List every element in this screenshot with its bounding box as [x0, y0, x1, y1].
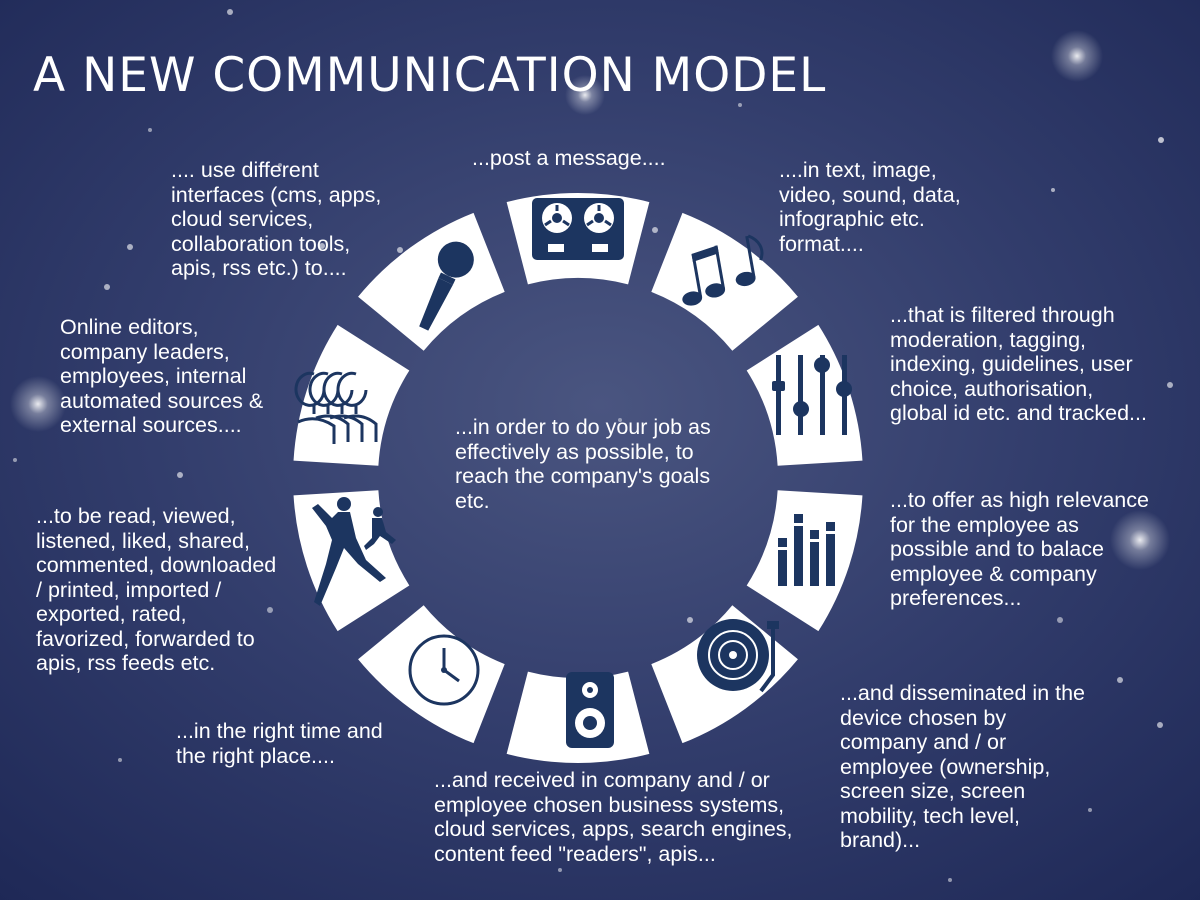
step-text-format: ....in text, image, video, sound, data, …	[779, 158, 993, 256]
step-text-disseminated: ...and disseminated in the device chosen…	[840, 681, 1090, 853]
step-text-received: ...and received in company and / or empl…	[434, 768, 794, 866]
step-text-right-time: ...in the right time and the right place…	[176, 719, 412, 768]
ring-segment-2	[651, 213, 798, 351]
step-text-relevance: ...to offer as high relevance for the em…	[890, 488, 1152, 611]
speaker-icon	[566, 672, 614, 748]
step-text-post-message: ...post a message....	[472, 146, 732, 171]
ring-segment-8	[294, 490, 410, 631]
center-text: ...in order to do your job as effectivel…	[455, 415, 723, 513]
tape-recorder-icon	[532, 198, 624, 260]
turntable-icon	[697, 619, 779, 691]
step-text-interfaces: .... use different interfaces (cms, apps…	[171, 158, 385, 281]
step-text-sources: Online editors, company leaders, employe…	[60, 315, 274, 438]
step-text-filtered: ...that is filtered through moderation, …	[890, 303, 1156, 426]
ring-segment-4	[747, 490, 863, 631]
step-text-read-viewed: ...to be read, viewed, listened, liked, …	[36, 504, 282, 676]
